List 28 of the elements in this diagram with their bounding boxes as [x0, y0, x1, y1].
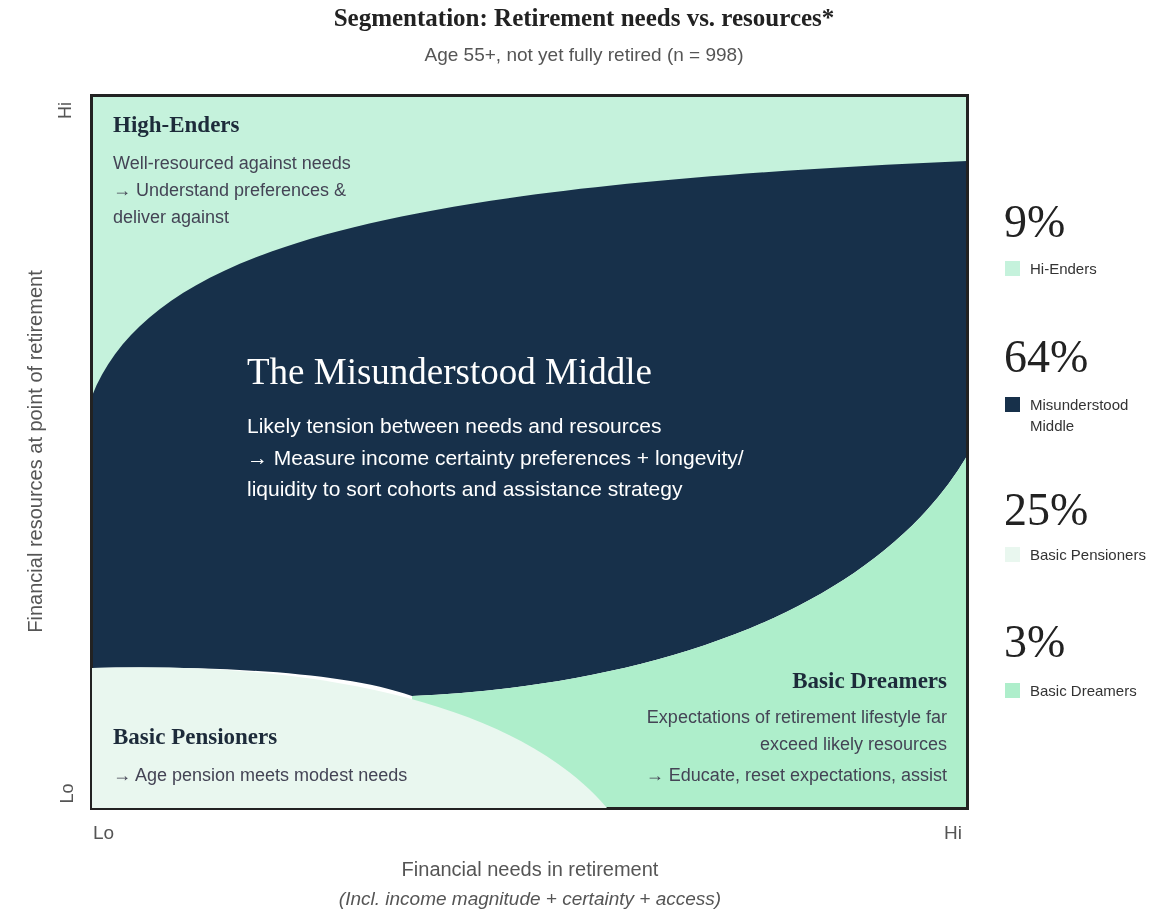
percentage-value: 64% [1004, 330, 1089, 383]
segment-description: Expectations of retirement lifestyle far exceed likely resources [645, 706, 947, 756]
segment-description: Likely tension between needs and resources [247, 413, 662, 439]
axis-title: Financial needs in retirement [400, 858, 660, 881]
axis-title: Financial resources at point of retirement [23, 269, 47, 635]
segment-description: Well-resourced against needs [113, 152, 351, 175]
axis-tick-label: Lo [56, 783, 78, 804]
segment-heading: Basic Pensioners [113, 724, 278, 750]
legend-label: Basic Pensioners [1030, 545, 1147, 565]
axis-tick-label: Hi [944, 822, 962, 844]
action-note: → Age pension meets modest needs [113, 764, 408, 787]
action-note: → Measure income certainty preferences + longevity/ liquidity to sort cohorts and assistance strategy [247, 445, 745, 502]
axis-tick-label: Lo [93, 822, 115, 844]
legend-label: Basic Dreamers [1030, 681, 1138, 701]
percentage-value: 9% [1004, 195, 1066, 248]
chart-title: Segmentation: Retirement needs vs. resources* [332, 4, 836, 32]
segment-heading: High-Enders [113, 112, 240, 138]
action-note: → Educate, reset expectations, assist [645, 764, 947, 787]
legend-label: Misunderstood Middle [1030, 395, 1130, 436]
percentage-value: 3% [1004, 615, 1066, 668]
segment-heading: Basic Dreamers [792, 668, 947, 694]
action-note: → Understand preferences & deliver against [113, 179, 348, 229]
axis-subtitle: (Incl. income magnitude + certainty + access) [337, 888, 723, 910]
chart-subtitle: Age 55+, not yet fully retired (n = 998) [423, 44, 745, 66]
legend-label: Hi-Enders [1030, 259, 1098, 279]
percentage-value: 25% [1004, 483, 1089, 536]
axis-tick-label: Hi [55, 102, 76, 119]
segment-heading: The Misunderstood Middle [247, 350, 652, 393]
